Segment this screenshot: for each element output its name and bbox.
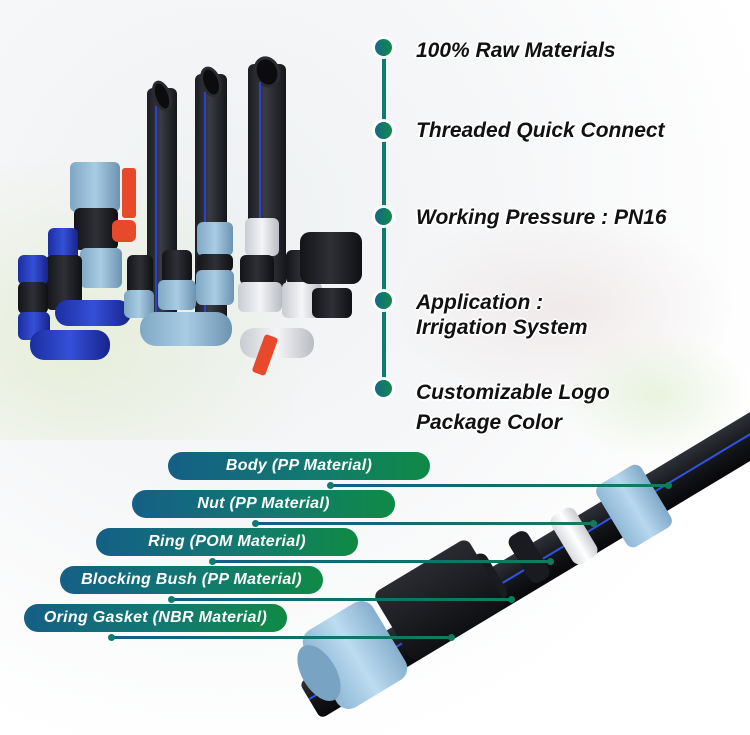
leader-dot	[327, 482, 334, 489]
adapter	[162, 250, 192, 284]
leader-dot	[209, 558, 216, 565]
leader-dot	[252, 520, 259, 527]
black-fitting	[240, 255, 274, 285]
adapter	[158, 280, 196, 310]
feature-customizable: Customizable Logo Package Color	[416, 378, 610, 438]
leader-line-ring	[212, 560, 550, 563]
label-nut: Nut (PP Material)	[132, 490, 395, 518]
leader-line-nut	[255, 522, 593, 525]
leader-line-oring-gasket	[111, 636, 451, 639]
feature-raw-materials: 100% Raw Materials	[416, 39, 616, 62]
coupling	[197, 254, 233, 272]
adapter	[127, 255, 153, 295]
leader-dot	[665, 482, 672, 489]
white-fitting	[245, 218, 279, 256]
valve-handle	[112, 220, 136, 242]
valve-handle	[122, 168, 136, 218]
leader-dot	[448, 634, 455, 641]
label-ring: Ring (POM Material)	[96, 528, 358, 556]
ball-valve-union	[80, 248, 122, 288]
leader-dot	[168, 596, 175, 603]
leader-dot	[547, 558, 554, 565]
dark-blue-fitting	[48, 228, 78, 260]
elbow	[140, 312, 232, 346]
label-oring-gasket: Oring Gasket (NBR Material)	[24, 604, 287, 632]
feature-threaded-quick-connect: Threaded Quick Connect	[416, 119, 665, 142]
feature-working-pressure: Working Pressure : PN16	[416, 206, 667, 229]
coupling	[197, 222, 233, 256]
leader-dot	[590, 520, 597, 527]
dark-blue-fitting	[18, 255, 48, 285]
ball-valve-union	[70, 162, 120, 212]
dark-blue-tee	[55, 300, 131, 326]
feature-customizable-line1: Customizable Logo	[416, 381, 610, 404]
feature-customizable-line2: Package Color	[416, 411, 562, 434]
white-fitting	[238, 282, 282, 312]
label-blocking-bush: Blocking Bush (PP Material)	[60, 566, 323, 594]
timeline-dot	[375, 208, 392, 225]
timeline-dot	[375, 292, 392, 309]
ball-valve-body	[74, 208, 118, 250]
clamp-saddle	[300, 232, 362, 284]
clamp-saddle	[312, 288, 352, 318]
feature-application-line1: Application :	[416, 291, 544, 314]
product-group-image	[0, 50, 370, 390]
feature-application-line2: Irrigation System	[416, 316, 588, 339]
white-ball-valve	[240, 328, 314, 358]
timeline-dot	[375, 380, 392, 397]
leader-line-blocking-bush	[171, 598, 511, 601]
leader-line-body	[330, 484, 668, 487]
coupling	[196, 270, 234, 305]
timeline-dot	[375, 122, 392, 139]
timeline-dot	[375, 39, 392, 56]
label-body: Body (PP Material)	[168, 452, 430, 480]
dark-blue-elbow	[30, 330, 110, 360]
leader-dot	[108, 634, 115, 641]
feature-application: Application : Irrigation System	[416, 290, 588, 340]
black-fitting	[18, 282, 48, 314]
leader-dot	[508, 596, 515, 603]
